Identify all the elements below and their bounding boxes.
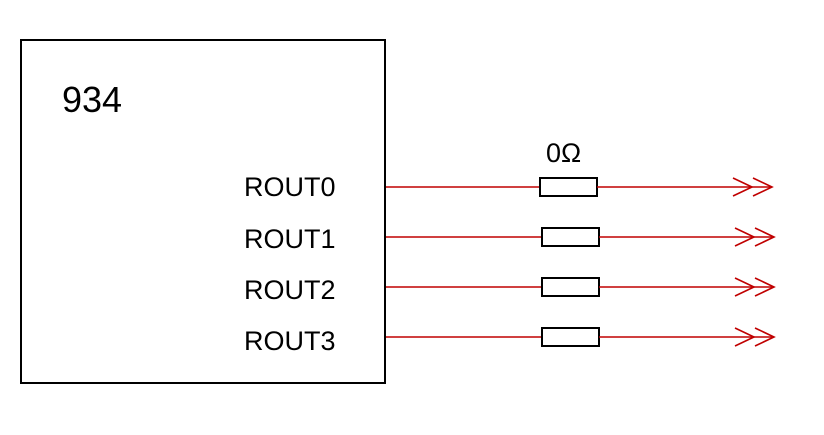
chip-name: 934	[62, 79, 122, 120]
resistor-icon	[539, 177, 598, 197]
resistor-icon	[541, 327, 600, 347]
pin-rows: ROUT0 ROUT1 ROUT2 ROUT3	[244, 172, 776, 356]
double-chevron-right-icon	[732, 177, 754, 197]
double-chevron-right-icon	[734, 277, 756, 297]
double-chevron-right-icon	[754, 277, 776, 297]
double-chevron-right-icon	[754, 327, 776, 347]
chip-block: 934	[20, 39, 386, 384]
pin-label: ROUT3	[244, 326, 336, 356]
resistor-icon	[541, 277, 600, 297]
resistor-value-label: 0Ω	[546, 138, 581, 168]
double-chevron-right-icon	[734, 327, 756, 347]
pin-label: ROUT1	[244, 224, 336, 254]
pin-label: ROUT0	[244, 172, 336, 202]
resistor-icon	[541, 227, 600, 247]
double-chevron-right-icon	[734, 227, 756, 247]
pin-row: ROUT1	[244, 224, 776, 254]
double-chevron-right-icon	[752, 177, 774, 197]
pin-row: ROUT0	[244, 172, 774, 202]
chip-outline	[20, 39, 386, 384]
pin-label: ROUT2	[244, 275, 336, 305]
pin-row: ROUT3	[244, 326, 776, 356]
double-chevron-right-icon	[754, 227, 776, 247]
pin-row: ROUT2	[244, 275, 776, 305]
